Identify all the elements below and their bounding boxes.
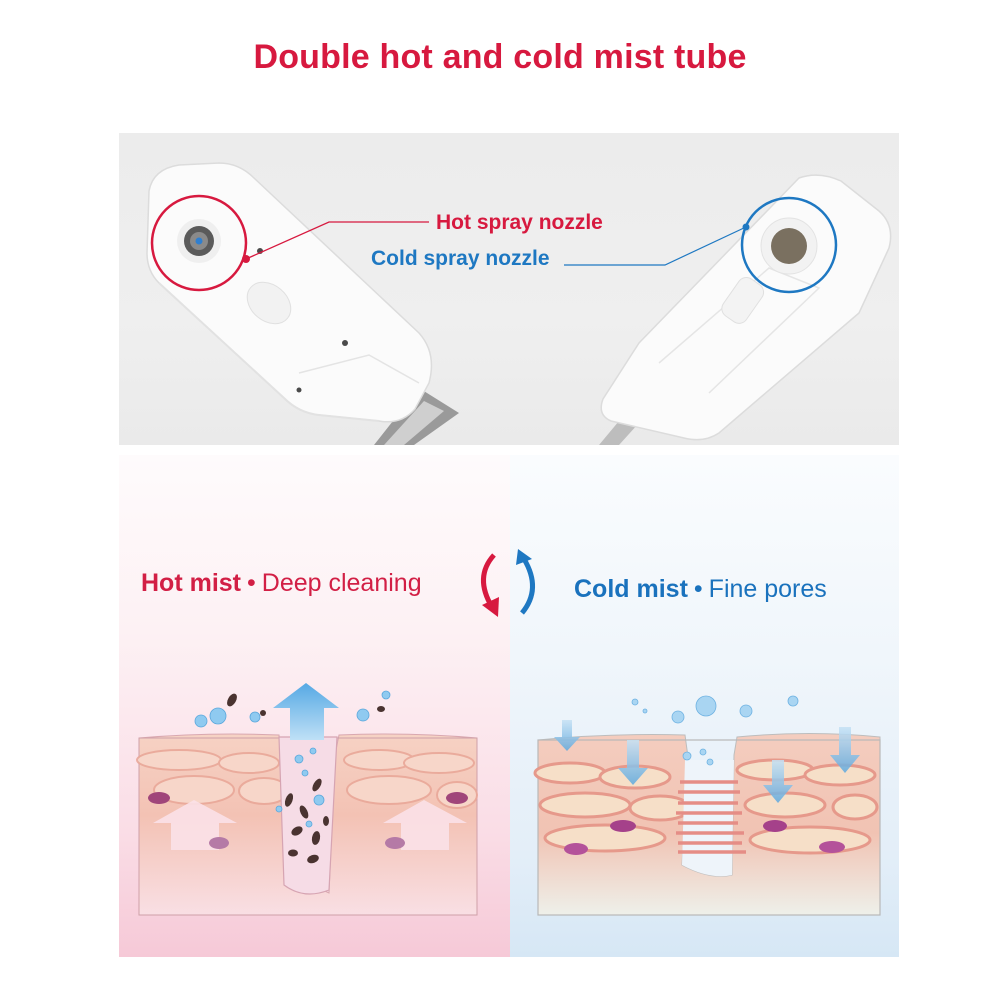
- hot-mist-benefit: Deep cleaning: [261, 569, 422, 597]
- hot-nozzle-leader-line: [245, 221, 429, 260]
- hot-mist-name: Hot mist: [141, 569, 241, 597]
- hot-nozzle-highlight-ring: [150, 194, 248, 292]
- page-title: Double hot and cold mist tube: [253, 38, 747, 76]
- blue-down-arrows: [554, 720, 860, 803]
- hot-mist-skin-diagram: [136, 683, 478, 916]
- cold-spray-nozzle-label: Cold spray nozzle: [371, 247, 550, 270]
- cold-mist-heading: Cold mist•Fine pores: [574, 575, 827, 604]
- hot-mist-tube: [146, 162, 459, 445]
- cold-mist-tube: [599, 174, 892, 445]
- cold-nozzle-highlight-ring: [740, 196, 838, 294]
- blue-up-arrow: [273, 683, 339, 740]
- separator-dot: •: [247, 569, 256, 597]
- separator-dot: •: [693, 575, 703, 603]
- cold-mist-benefit: Fine pores: [708, 575, 827, 603]
- hot-mist-panel: Hot mist•Deep cleaning: [119, 455, 510, 957]
- hot-spray-nozzle-label: Hot spray nozzle: [436, 211, 603, 234]
- mist-tubes-illustration: [146, 162, 892, 445]
- cold-mist-skin-diagram: [533, 695, 881, 916]
- curved-arrow-down-icon: [481, 553, 499, 617]
- curved-arrow-up-icon: [516, 549, 535, 615]
- cold-mist-panel: Cold mist•Fine pores: [510, 455, 899, 957]
- hot-mist-heading: Hot mist•Deep cleaning: [141, 569, 422, 598]
- product-photo: Hot spray nozzle Cold spray nozzle: [119, 133, 899, 445]
- cold-mist-name: Cold mist: [574, 575, 688, 603]
- cold-nozzle-leader-line: [564, 226, 747, 266]
- hot-cold-cycle-icon: [481, 549, 535, 617]
